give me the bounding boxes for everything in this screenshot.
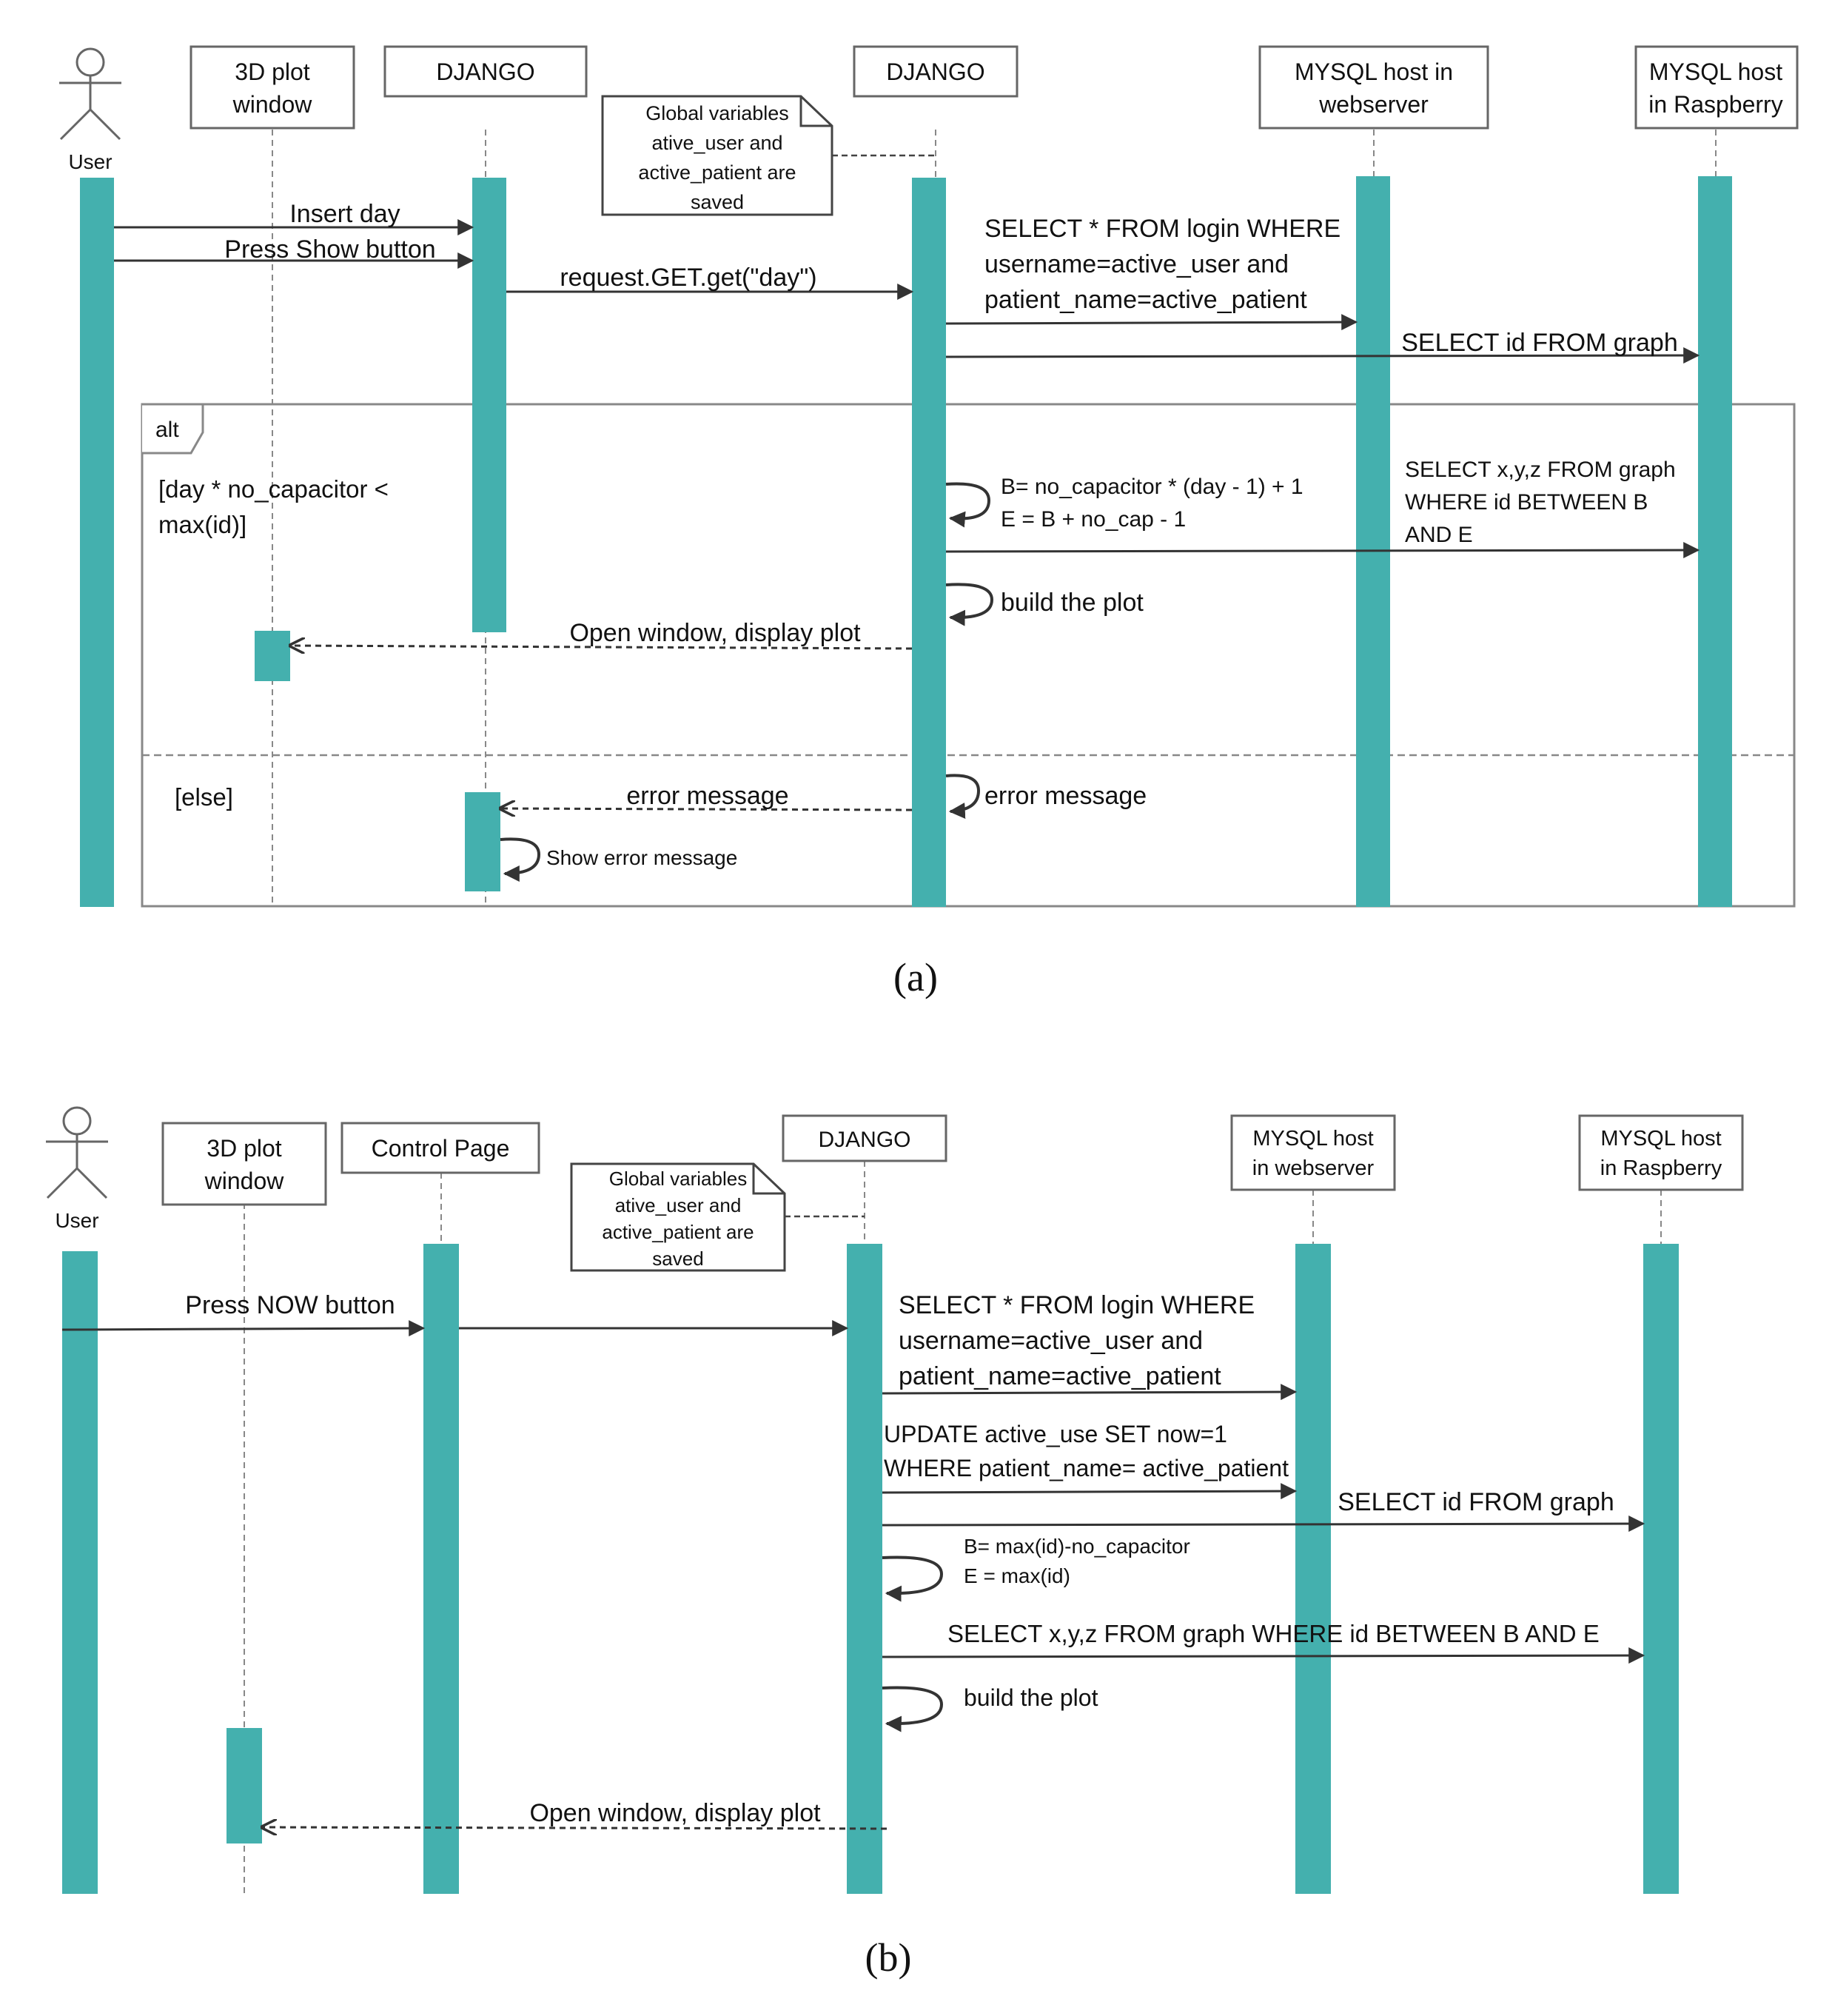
activation-web-b	[1295, 1244, 1331, 1894]
svg-text:SELECT id FROM graph: SELECT id FROM graph	[1338, 1488, 1614, 1516]
participant-label: DJANGO	[818, 1128, 910, 1152]
activation-django-b	[847, 1244, 882, 1894]
user-actor-a: User	[59, 47, 121, 173]
participant-label: Control Page	[372, 1135, 510, 1162]
msg-request-get: request.GET.get("day")	[506, 264, 914, 300]
svg-text:error message: error message	[984, 782, 1147, 810]
activation-web-a	[1356, 176, 1390, 907]
alt-frame-a: alt [day * no_capacitor <max(id)] [else]	[141, 403, 1796, 908]
svg-text:Press NOW button: Press NOW button	[185, 1291, 395, 1319]
msg-select-xyz-b: SELECT x,y,z FROM graph WHERE id BETWEEN…	[882, 1620, 1645, 1664]
activation-plot-b	[227, 1728, 262, 1843]
activation-django1-else-a	[465, 792, 500, 891]
msg-insert-day: Insert day	[114, 200, 474, 235]
svg-text:Open window, display plot: Open window, display plot	[529, 1799, 821, 1827]
msg-open-window: Open window, display plot	[290, 619, 913, 649]
guard-else: [else]	[175, 783, 233, 811]
caption-a: (a)	[893, 955, 938, 999]
activation-user-a	[80, 178, 114, 907]
svg-text:request.GET.get("day"): request.GET.get("day")	[560, 264, 816, 292]
msg-select-id: SELECT id FROM graph	[945, 329, 1700, 364]
svg-text:build the plot: build the plot	[964, 1684, 1098, 1711]
svg-text:error message: error message	[626, 782, 788, 810]
msg-press-show: Press Show button	[114, 235, 474, 269]
guard-if: [day * no_capacitor <max(id)]	[158, 475, 389, 538]
actor-label-b: User	[55, 1209, 98, 1232]
activation-django1-a	[472, 178, 506, 632]
actor-label-a: User	[68, 150, 112, 173]
activation-rasp-a	[1698, 176, 1732, 907]
msg-error-return: error message	[500, 782, 913, 810]
activation-user-b	[62, 1251, 98, 1894]
svg-text:Open window, display plot: Open window, display plot	[569, 619, 861, 647]
activation-django2-a	[912, 178, 946, 907]
participant-django2-a: DJANGO	[853, 45, 1019, 98]
svg-text:Press Show button: Press Show button	[224, 235, 435, 264]
participant-label: DJANGO	[436, 58, 534, 85]
participant-django-b: DJANGO	[782, 1114, 947, 1162]
svg-text:B= no_capacitor * (day - 1) +: B= no_capacitor * (day - 1) + 1E = B + n…	[1001, 475, 1303, 532]
svg-text:build the plot: build the plot	[1001, 589, 1144, 617]
user-actor-b: User	[46, 1106, 108, 1232]
caption-b: (b)	[865, 1935, 912, 1980]
participant-label: DJANGO	[886, 58, 984, 85]
participant-django1-a: DJANGO	[383, 45, 588, 98]
activation-plot-a	[255, 631, 290, 681]
svg-text:Show error message: Show error message	[546, 846, 737, 869]
frame-operator: alt	[155, 418, 179, 442]
activation-rasp-b	[1643, 1244, 1679, 1894]
svg-text:SELECT x,y,z FROM graph WHERE: SELECT x,y,z FROM graph WHERE id BETWEEN…	[947, 1620, 1600, 1647]
msg-select-id-b: SELECT id FROM graph	[882, 1488, 1645, 1533]
msg-show-error: Show error message	[500, 837, 737, 882]
msg-press-now: Press NOW button	[61, 1291, 426, 1337]
msg-open-window-b: Open window, display plot	[262, 1799, 888, 1829]
participant-control-b: Control Page	[340, 1122, 540, 1174]
msg-build-plot-b: build the plot	[882, 1684, 1098, 1732]
svg-text:Insert day: Insert day	[289, 200, 400, 228]
msg-build-plot: build the plot	[945, 583, 1144, 626]
msg-error-self: error message	[945, 774, 1147, 819]
activation-control-b	[423, 1244, 459, 1894]
svg-text:SELECT id FROM graph: SELECT id FROM graph	[1401, 329, 1678, 357]
